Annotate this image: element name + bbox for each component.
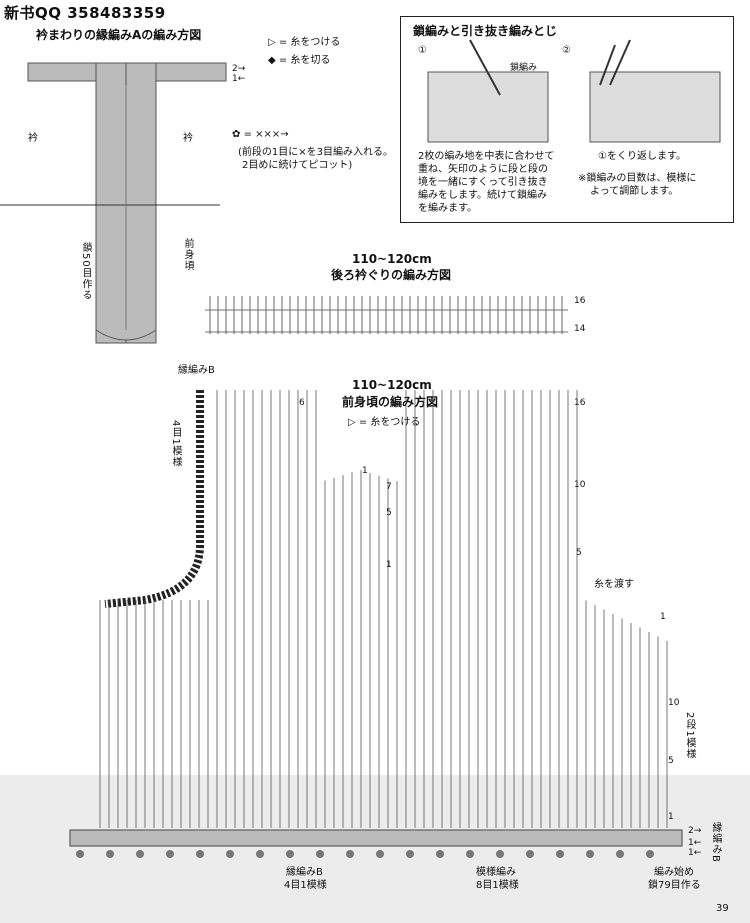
legend-cut-collar: ◆ = 糸を切る bbox=[268, 55, 331, 66]
picot-mark bbox=[646, 850, 654, 858]
row-num: 5 bbox=[576, 548, 582, 558]
seam-step2: ② bbox=[562, 45, 571, 56]
start-sub: 鎖79目作る bbox=[648, 880, 701, 891]
row-num: 10 bbox=[574, 480, 586, 490]
seam-text2-l1: ①をくり返します。 bbox=[598, 151, 686, 162]
bottom-border-b: 縁編みB bbox=[286, 867, 323, 878]
picot-formula-text: = ×××→ bbox=[243, 129, 289, 140]
legend-cut-text: = 糸を切る bbox=[278, 55, 331, 66]
seam-text1-l1: 2枚の編み地を中表に合わせて bbox=[418, 151, 555, 162]
seam-text1-l5: を編みます。 bbox=[418, 203, 477, 214]
picot-note-2: 2目めに続けてピコット) bbox=[242, 160, 353, 171]
seam-text1-l3: 境を一緒にすくって引き抜き bbox=[418, 177, 548, 188]
watermark-band bbox=[0, 775, 750, 923]
seam-text2-l2: ※鎖編みの目数は、模様に bbox=[578, 173, 697, 184]
picot-note-1: (前段の1目に×を3目編み入れる。 bbox=[238, 147, 394, 158]
page-number: 39 bbox=[716, 903, 729, 914]
picot-mark bbox=[226, 850, 234, 858]
collar-left-label: 衿 bbox=[28, 133, 38, 144]
front-legend-attach: ▷ = 糸をつける bbox=[348, 417, 421, 428]
back-row-16: 16 bbox=[574, 296, 586, 306]
row-2-label: 2→ bbox=[232, 64, 246, 74]
seam-text1-l2: 重ね、矢印のように段と段の bbox=[418, 164, 548, 175]
picot-mark bbox=[346, 850, 354, 858]
pattern-4-label: 4目1模様 bbox=[170, 420, 181, 468]
front-label: 前身頃 bbox=[182, 238, 193, 271]
back-size: 110~120cm bbox=[352, 252, 432, 266]
picot-mark bbox=[256, 850, 264, 858]
seam-step1: ① bbox=[418, 45, 427, 56]
picot-mark bbox=[496, 850, 504, 858]
picot-mark bbox=[166, 850, 174, 858]
row-num: 1 bbox=[668, 812, 674, 822]
legend-attach-text: = 糸をつける bbox=[278, 37, 341, 48]
picot-mark bbox=[316, 850, 324, 858]
front-title: 前身頃の編み方図 bbox=[342, 395, 439, 409]
picot-mark bbox=[376, 850, 384, 858]
row-num: 5 bbox=[386, 508, 392, 518]
row-1-label: 1← bbox=[232, 74, 246, 84]
picot-mark bbox=[616, 850, 624, 858]
seam-text2-l3: よって調節します。 bbox=[590, 186, 679, 197]
back-title: 後ろ衿ぐりの編み方図 bbox=[331, 268, 452, 282]
row-num: 10 bbox=[668, 698, 680, 708]
qq-header: 新书QQ 358483359 bbox=[4, 4, 166, 22]
border-b-top: 縁編みB bbox=[178, 365, 215, 376]
bottom-row: 1← bbox=[688, 848, 702, 858]
row-num: 1 bbox=[362, 466, 368, 476]
seam-chain-label: 鎖編み bbox=[510, 63, 538, 73]
collar-right-label: 衿 bbox=[183, 133, 193, 144]
row-num: 1 bbox=[660, 612, 666, 622]
bottom-row: 1← bbox=[688, 838, 702, 848]
row-num: 7 bbox=[386, 482, 392, 492]
border-b-right-label: 縁編みB bbox=[710, 822, 721, 863]
picot-mark bbox=[286, 850, 294, 858]
chain-note: 鎖50目作る bbox=[80, 242, 91, 301]
front-legend-attach-text: = 糸をつける bbox=[358, 417, 421, 428]
picot-mark bbox=[526, 850, 534, 858]
picot-mark bbox=[466, 850, 474, 858]
bottom-row: 2→ bbox=[688, 826, 702, 836]
bottom-pattern-sub: 8目1模様 bbox=[476, 880, 519, 891]
row-num: 6 bbox=[299, 398, 305, 408]
yarn-pass-label: 糸を渡す bbox=[594, 579, 634, 590]
picot-mark bbox=[76, 850, 84, 858]
rep-2rows-label: 2段1模様 bbox=[684, 712, 695, 760]
picot-mark bbox=[556, 850, 564, 858]
back-row-14: 14 bbox=[574, 324, 586, 334]
picot-mark bbox=[196, 850, 204, 858]
bottom-pattern: 模様編み bbox=[476, 867, 516, 878]
start-label: 編み始め bbox=[654, 867, 694, 878]
picot-mark bbox=[436, 850, 444, 858]
collar-chart-title: 衿まわりの縁編みAの編み方図 bbox=[36, 28, 202, 42]
picot-mark bbox=[586, 850, 594, 858]
legend-attach-collar: ▷ = 糸をつける bbox=[268, 37, 341, 48]
picot-formula: ✿ = ×××→ bbox=[232, 129, 289, 140]
bottom-border-b-sub: 4目1模様 bbox=[284, 880, 327, 891]
seam-box bbox=[400, 16, 734, 223]
front-size: 110~120cm bbox=[352, 378, 432, 392]
seam-box-title: 鎖編みと引き抜き編みとじ bbox=[413, 24, 558, 38]
seam-text1-l4: 編みをします。続けて鎖編み bbox=[418, 190, 547, 201]
row-num: 5 bbox=[668, 756, 674, 766]
picot-mark bbox=[136, 850, 144, 858]
row-num: 1 bbox=[386, 560, 392, 570]
picot-mark bbox=[106, 850, 114, 858]
row-num: 16 bbox=[574, 398, 586, 408]
picot-mark bbox=[406, 850, 414, 858]
